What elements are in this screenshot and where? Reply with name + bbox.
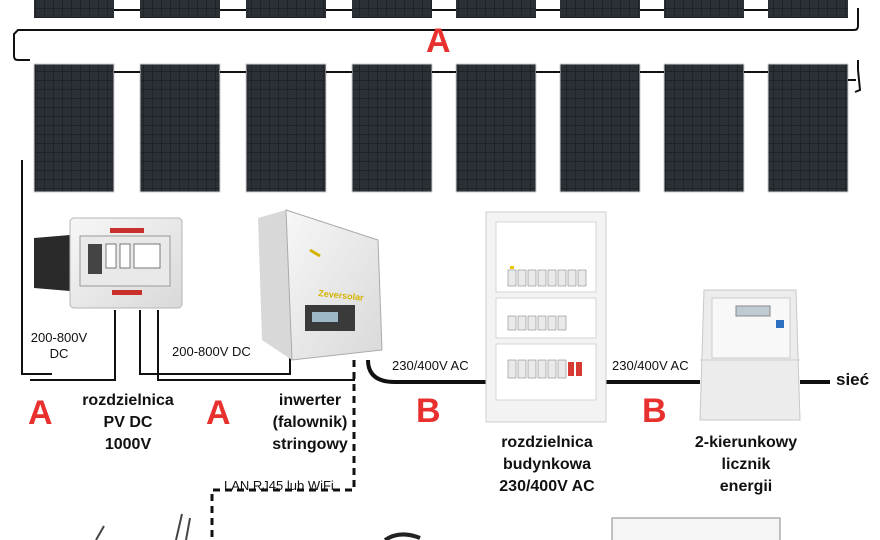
solar-panel-icon	[33, 63, 115, 193]
segment-a-label: A	[206, 394, 231, 432]
solar-panel-icon	[351, 63, 433, 193]
segment-a-label: A	[426, 22, 451, 60]
solar-panel-icon	[560, 0, 640, 18]
caption-line: 230/400V AC	[499, 478, 595, 495]
router-icon	[95, 513, 191, 540]
solar-panel-icon	[664, 0, 744, 18]
caption-line: stringowy	[272, 436, 348, 453]
dc-voltage-line: DC	[49, 346, 69, 361]
ac-voltage-label: 230/400V AC	[612, 358, 689, 373]
ac-voltage-label: 230/400V AC	[392, 358, 469, 373]
meter-caption: 2-kierunkowy licznik energii	[680, 432, 812, 498]
solar-panel-icon	[246, 0, 326, 18]
solar-panel-icon	[245, 63, 327, 193]
dc-switch-box-icon	[34, 217, 183, 309]
caption-line: rozdzielnica	[82, 392, 174, 409]
solar-panel-icon	[140, 0, 220, 18]
caption-line: (falownik)	[272, 414, 348, 431]
segment-b-label: B	[416, 392, 441, 430]
solar-panel-icon	[663, 63, 745, 193]
solar-panel-icon	[559, 63, 641, 193]
segment-b-label: B	[642, 392, 667, 430]
inverter-icon: Zeversolar	[258, 209, 383, 361]
top-panel-row	[34, 0, 848, 18]
caption-line: rozdzielnica	[501, 434, 593, 451]
segment-a-label: A	[28, 394, 53, 432]
dc-voltage-line: 200-800V	[30, 330, 88, 345]
string-cable	[13, 8, 862, 381]
cable-coil	[383, 532, 421, 540]
caption-line: licznik	[721, 456, 771, 473]
grid-label: sieć	[836, 370, 870, 389]
lan-label: LAN RJ45 lub WiFi	[224, 478, 334, 493]
solar-panel-icon	[352, 0, 432, 18]
solar-panel-icon	[768, 0, 848, 18]
dc-voltage-label: 200-800V DC	[172, 344, 251, 359]
dc-voltage-label: 200-800V DC	[28, 330, 90, 362]
solar-panel-icon	[34, 0, 114, 18]
monitor-icon	[611, 517, 781, 540]
caption-line: inwerter	[278, 392, 342, 409]
caption-line: energii	[719, 478, 773, 495]
caption-line: budynkowa	[502, 456, 591, 473]
inverter-brand: Zeversolar	[318, 288, 365, 303]
ac-cable	[366, 359, 830, 384]
solar-panel-icon	[455, 63, 537, 193]
distribution-board-icon	[485, 211, 607, 423]
energy-meter-icon	[699, 289, 801, 421]
building-box-caption: rozdzielnica budynkowa 230/400V AC	[472, 432, 622, 498]
solar-panel-icon	[767, 63, 849, 193]
bottom-panel-row	[21, 63, 856, 193]
caption-line: PV DC	[103, 414, 153, 431]
dc-box-caption: rozdzielnica PV DC 1000V	[62, 390, 194, 456]
lan-cable	[210, 360, 356, 540]
inverter-caption: inwerter (falownik) stringowy	[248, 390, 372, 456]
caption-line: 2-kierunkowy	[694, 434, 798, 451]
solar-panel-icon	[456, 0, 536, 18]
caption-line: 1000V	[104, 436, 152, 453]
solar-panel-icon	[139, 63, 221, 193]
